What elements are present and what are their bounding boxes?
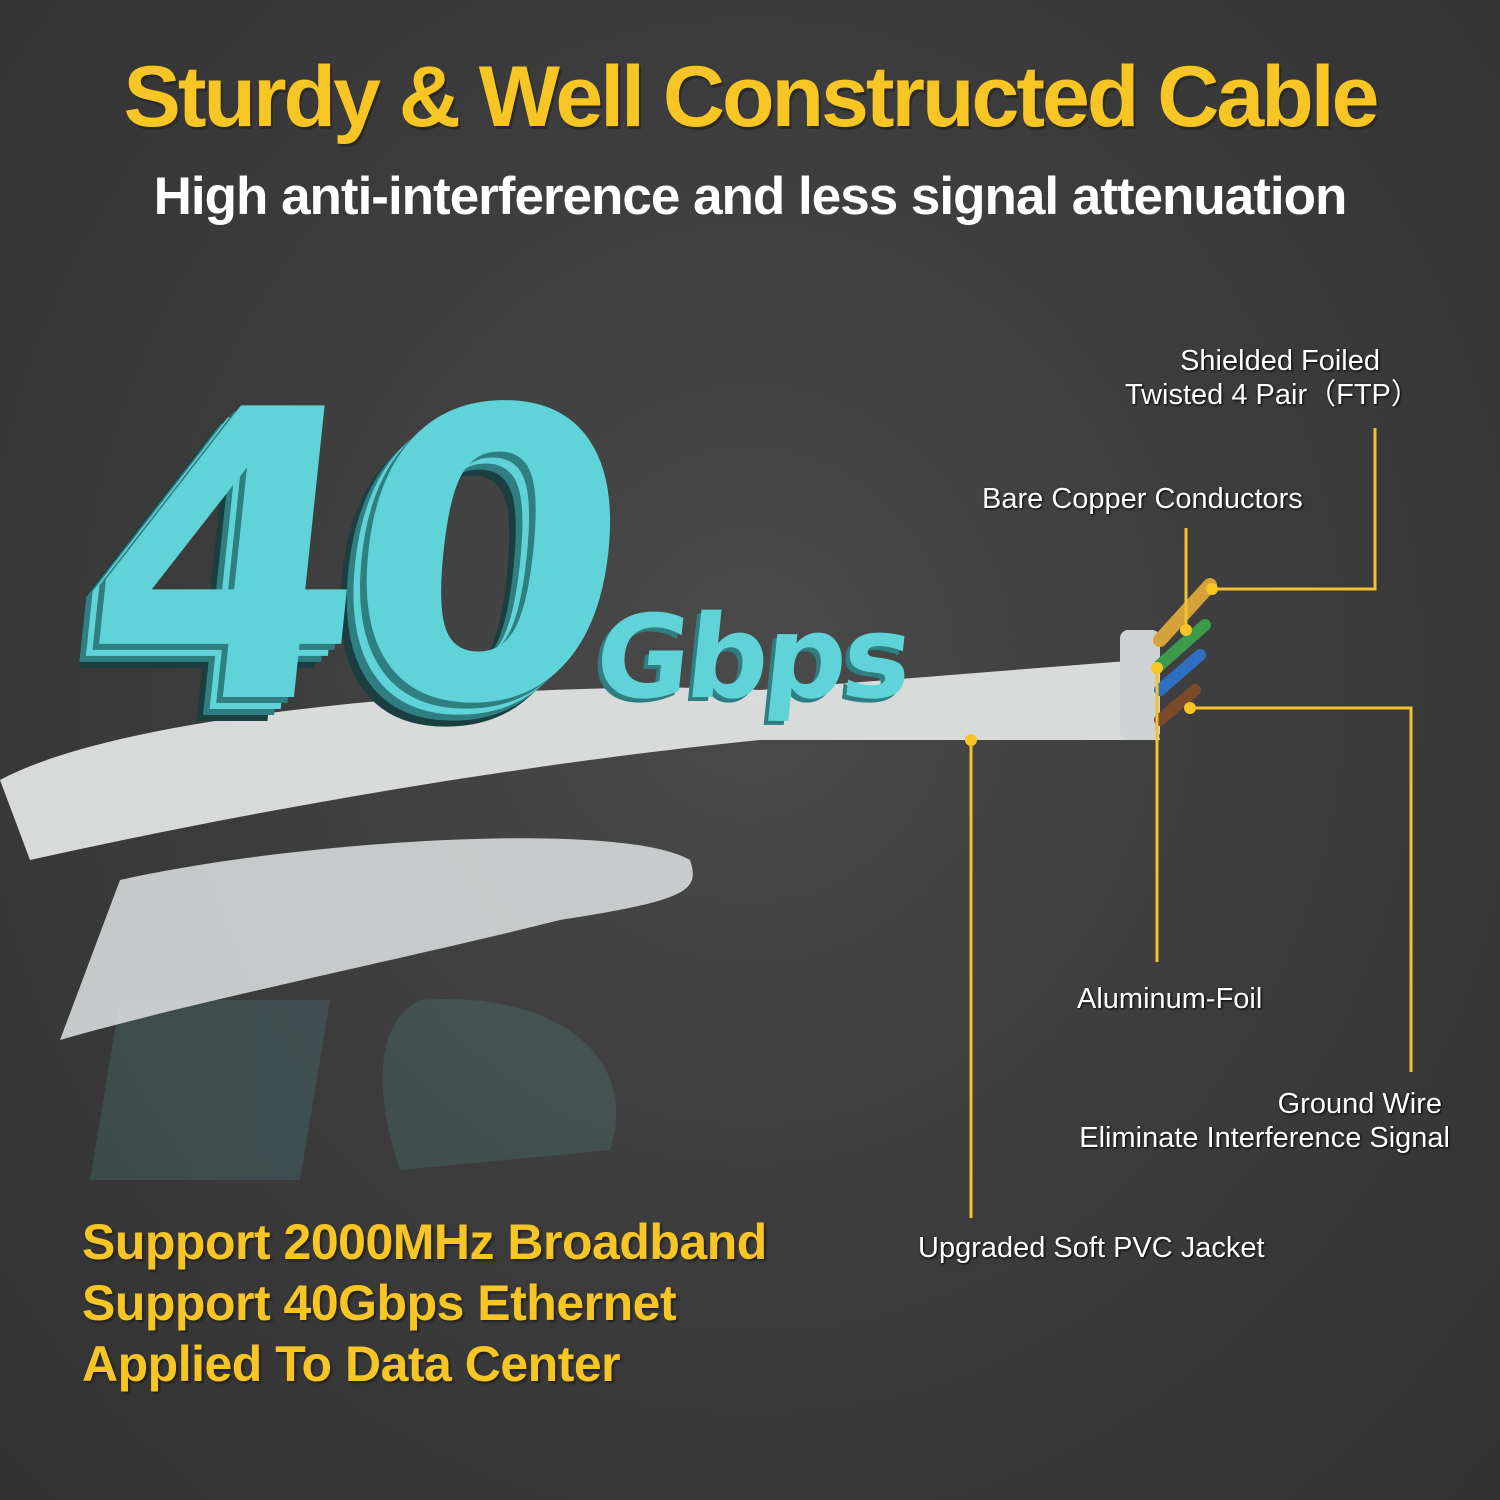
twisted-pairs [1120,578,1217,740]
feature-list: Support 2000MHz Broadband Support 40Gbps… [82,1212,767,1395]
callout-ground-line2: Eliminate Interference Signal [1079,1122,1450,1154]
speed-number: 40 [68,360,632,760]
speed-unit: Gbps [589,591,915,725]
callout-ftp: Shielded Foiled [1080,344,1380,378]
feature-item: Support 2000MHz Broadband [82,1214,767,1270]
callout-copper: Bare Copper Conductors [982,483,1303,515]
feature-item: Support 40Gbps Ethernet [82,1275,677,1331]
callout-pvc-jacket: Upgraded Soft PVC Jacket [918,1232,1265,1264]
callout-ftp-line2: Twisted 4 Pair（FTP） [1125,379,1420,411]
speed-graphic: 40Gbps [69,360,971,760]
headline: Sturdy & Well Constructed Cable [123,49,1380,145]
feature-item: Applied To Data Center [82,1336,621,1392]
subheadline: High anti-interference and less signal a… [153,167,1348,226]
callout-ground-line1: Ground Wire [1277,1088,1442,1120]
speed-reflection [90,999,617,1180]
callout-ground-wire: Ground Wire Eliminate Interference Signa… [1000,1087,1450,1155]
callout-aluminum-foil: Aluminum-Foil [1077,983,1263,1015]
callout-ftp-line1: Shielded Foiled [1180,345,1380,377]
callout-lines [969,428,1413,1218]
